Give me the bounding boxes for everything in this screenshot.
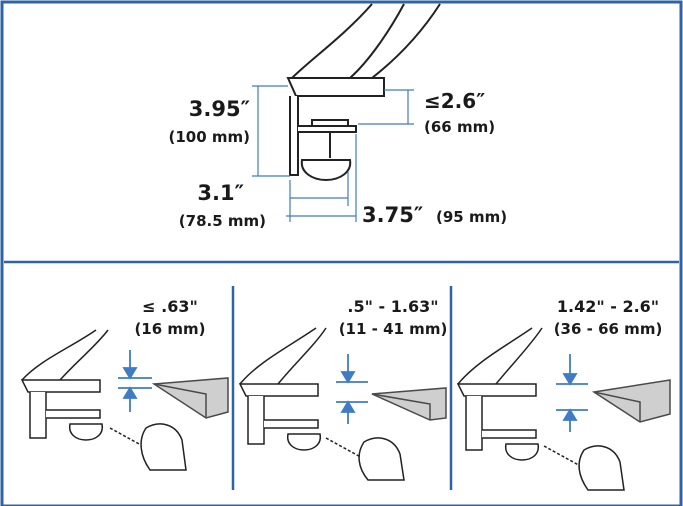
height-mm-label: (100 mm) bbox=[168, 128, 250, 146]
panel-1-range: ≤ .63" bbox=[142, 297, 198, 316]
clamp-drawing bbox=[286, 3, 441, 182]
arm-base-plate bbox=[286, 77, 385, 97]
height-label: 3.95″ bbox=[189, 97, 250, 121]
panel-2-range: .5" - 1.63" bbox=[347, 297, 438, 316]
panel-1: ≤ .63" (16 mm) bbox=[20, 297, 229, 471]
arm-outline-right bbox=[371, 3, 441, 79]
clamp-dimension-lines bbox=[252, 85, 414, 222]
depth-label: 3.1″ bbox=[197, 181, 244, 205]
gap-mm-label: (66 mm) bbox=[424, 118, 495, 136]
width-mm-label: (95 mm) bbox=[436, 208, 507, 226]
arm-outline-left bbox=[291, 3, 373, 79]
clamp-pad bbox=[300, 159, 352, 182]
panel-3-range-mm: (36 - 66 mm) bbox=[554, 320, 663, 338]
arm-outline-mid bbox=[349, 3, 405, 79]
panel-1-range-mm: (16 mm) bbox=[134, 320, 205, 338]
clamp-body bbox=[289, 96, 299, 176]
width-label: 3.75″ bbox=[362, 203, 423, 227]
panel-2-table bbox=[371, 387, 447, 421]
panel-3-range: 1.42" - 2.6" bbox=[557, 297, 659, 316]
panel-1-table bbox=[151, 377, 229, 419]
gap-label: ≤2.6″ bbox=[424, 89, 485, 113]
panel-2: .5" - 1.63" (11 - 41 mm) bbox=[238, 297, 448, 481]
clamp-top-pad bbox=[311, 119, 349, 127]
panel-3: 1.42" - 2.6" (36 - 66 mm) bbox=[456, 297, 671, 491]
depth-mm-label: (78.5 mm) bbox=[179, 212, 266, 230]
panel-2-range-mm: (11 - 41 mm) bbox=[339, 320, 448, 338]
